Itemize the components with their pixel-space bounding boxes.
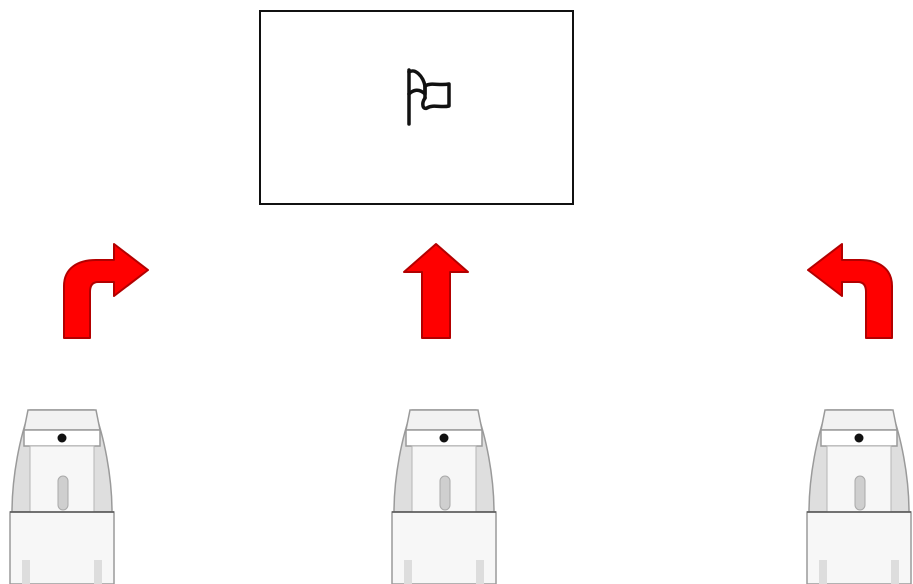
goal-box [259, 10, 574, 205]
robot-right [805, 406, 913, 584]
robot-icon [392, 410, 496, 584]
turn-left-arrow-icon [804, 240, 898, 342]
turn-right-arrow-icon [58, 240, 152, 342]
flag-icon [401, 64, 457, 128]
straight-up-arrow-icon [402, 242, 470, 342]
robot-left [8, 406, 116, 584]
robot-center [390, 406, 498, 584]
robot-icon [807, 410, 911, 584]
robot-icon [10, 410, 114, 584]
